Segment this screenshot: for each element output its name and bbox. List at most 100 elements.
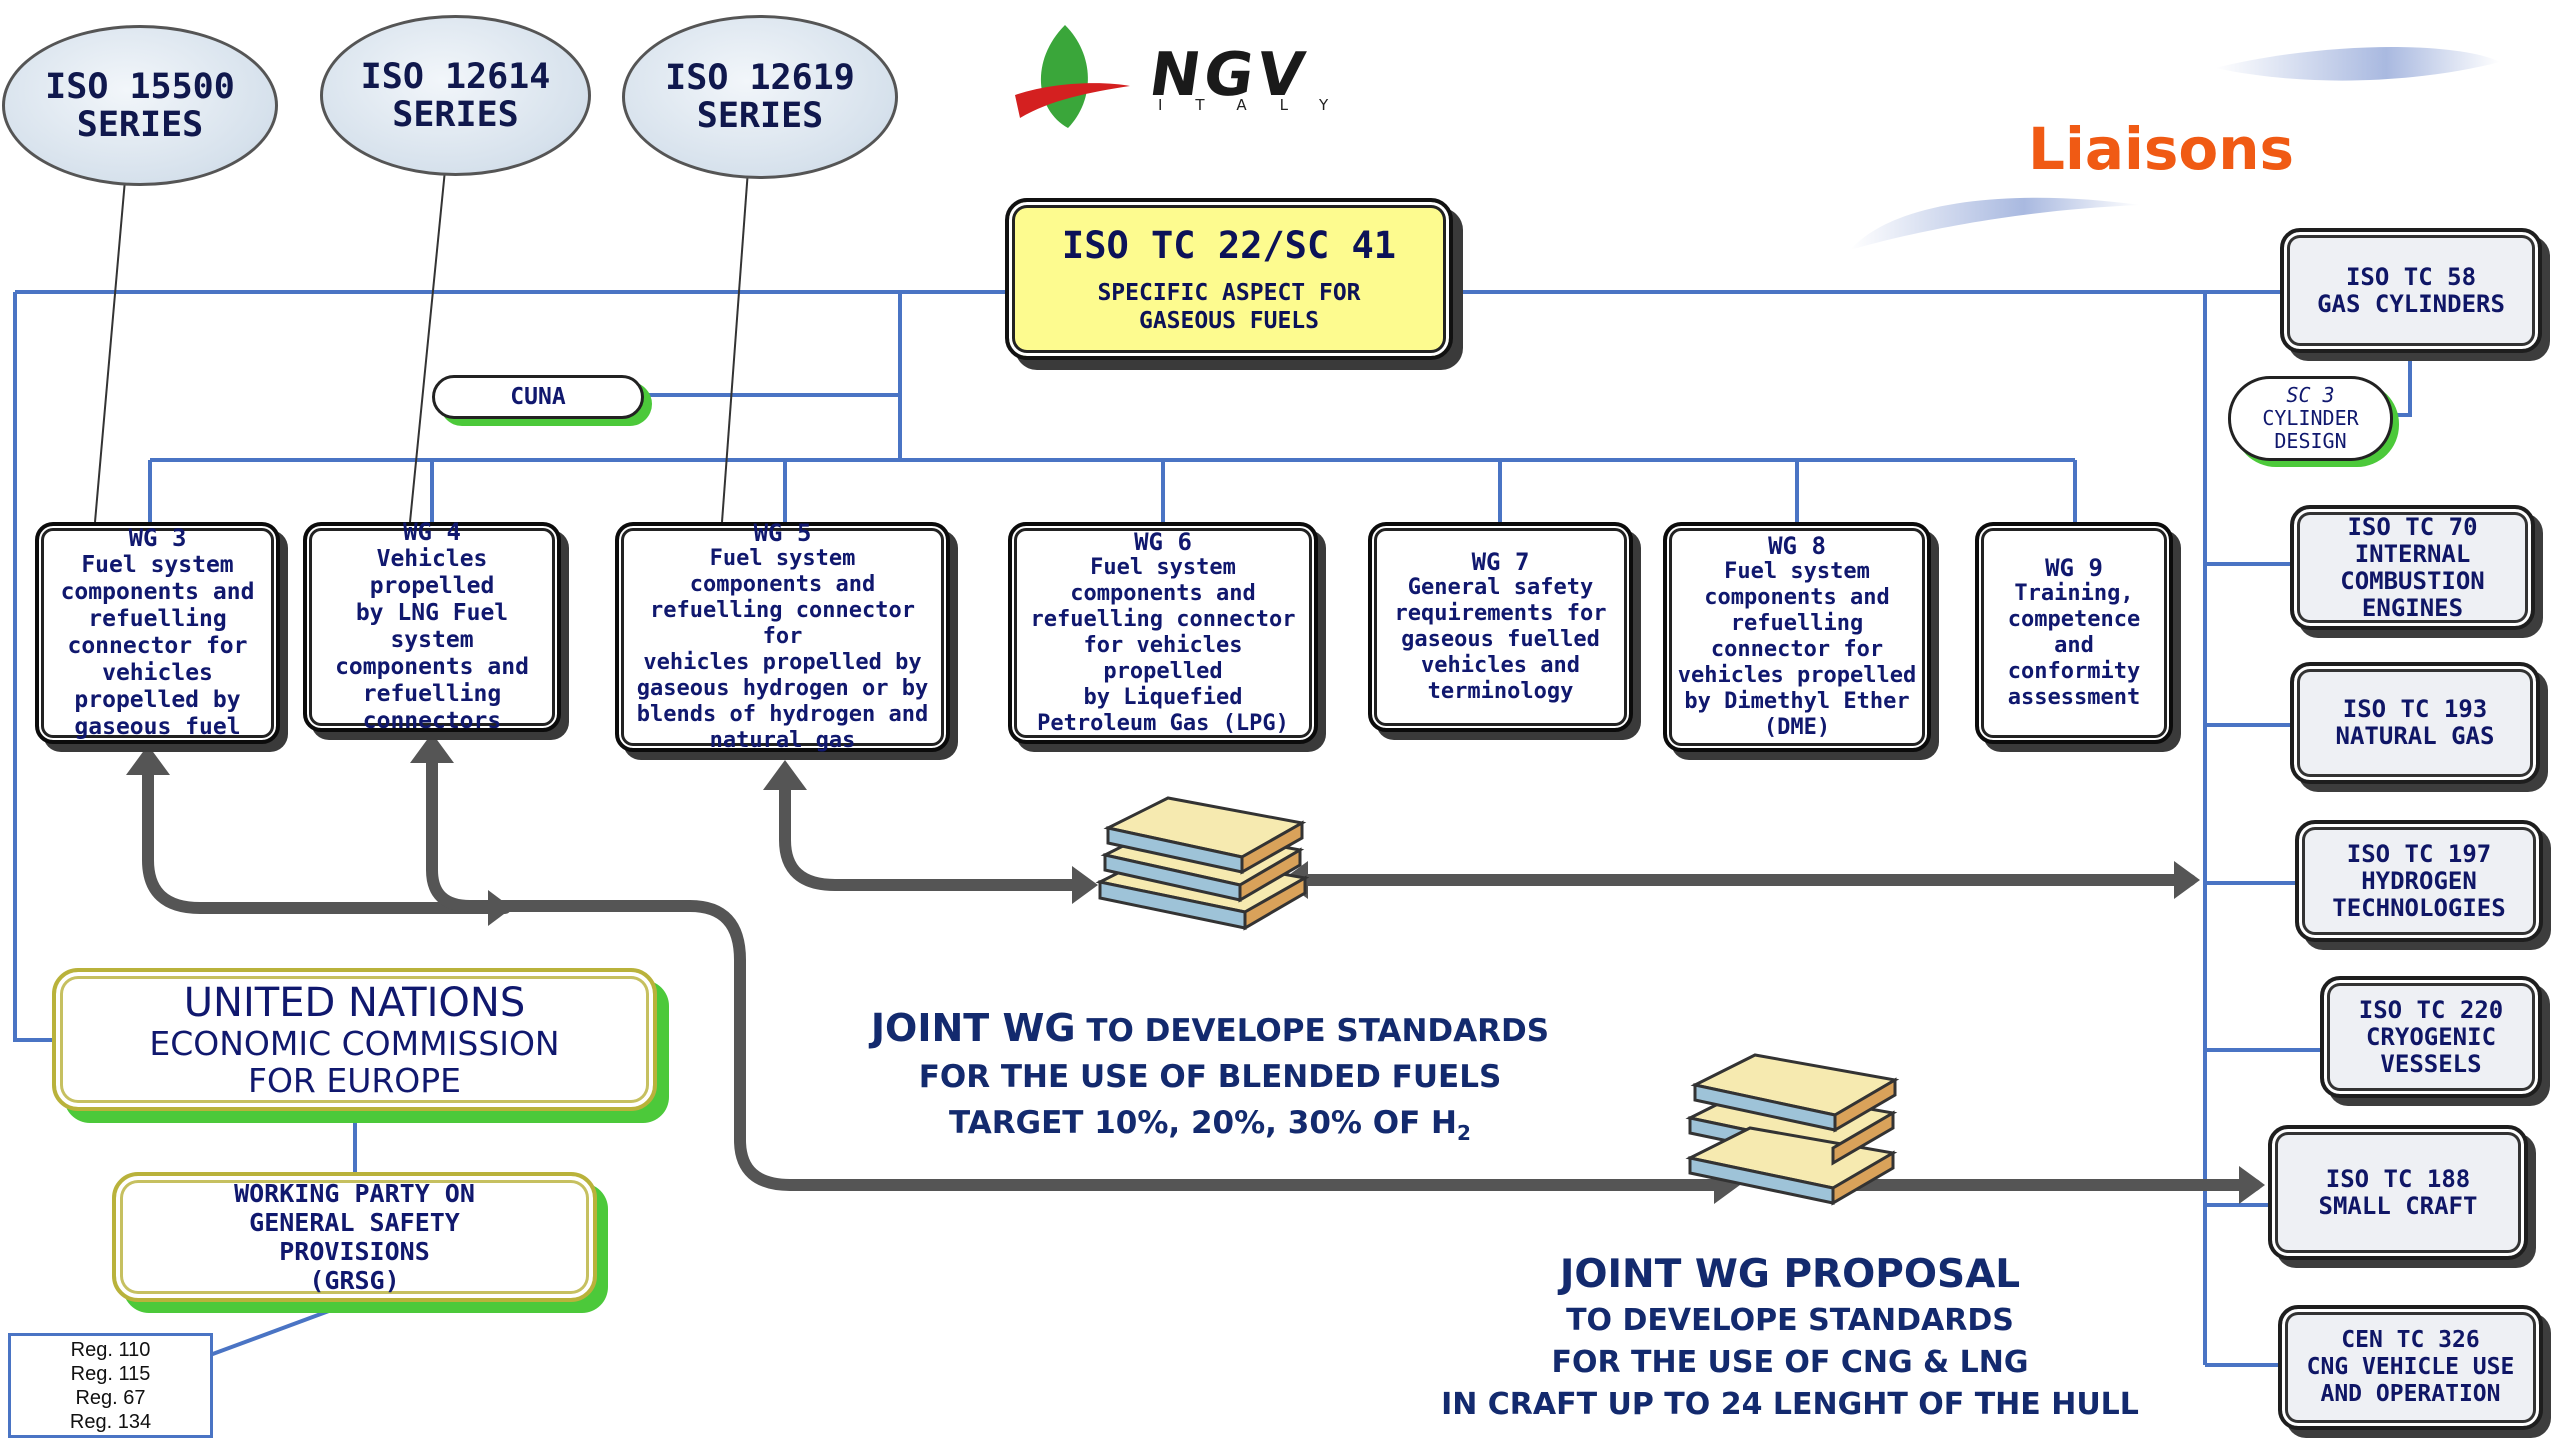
decorative-swoosh-bottom [1850, 197, 2140, 250]
wg-line: refuelling [362, 681, 502, 707]
cuna-label: CUNA [510, 384, 566, 410]
wg-line: connector for [1710, 637, 1884, 662]
standard-series: SERIES [76, 104, 204, 145]
wg-line: components and [335, 654, 529, 680]
wg-line: conformity [2007, 659, 2141, 684]
joint1-rest: TO DEVELOPE STANDARDS [1075, 1013, 1550, 1049]
wg-title: WG 9 [2045, 554, 2103, 582]
wg-line: components and [1070, 581, 1256, 606]
liaison-line: ISO TC 70 [2347, 512, 2478, 541]
liaison-line: NATURAL GAS [2335, 722, 2495, 750]
regulation-item: Reg. 67 [75, 1386, 146, 1409]
liaison-cen-tc326: CEN TC 326 CNG VEHICLE USE AND OPERATION [2278, 1305, 2543, 1430]
standard-code: ISO 12619 [665, 58, 855, 98]
un-title: UNITED NATIONS [183, 979, 526, 1026]
wg-line: vehicles propelled [1677, 663, 1917, 688]
wg-line: Fuel system [709, 546, 856, 571]
liaison-iso-tc70: ISO TC 70 INTERNAL COMBUSTION ENGINES [2290, 505, 2535, 630]
wg-title: WG 8 [1768, 532, 1826, 560]
wg-title: WG 5 [753, 519, 812, 547]
sc3-cylinder-design: SC 3 CYLINDER DESIGN [2228, 376, 2393, 461]
wg5-card: WG 5 Fuel system components and refuelli… [615, 519, 950, 753]
joint1-target: TARGET 10%, 20%, 30% OF H [949, 1105, 1458, 1141]
wg-line: for vehicles propelled [1083, 633, 1243, 684]
un-line: ECONOMIC COMMISSION [149, 1023, 560, 1063]
wg8-card: WG 8 Fuel system components and refuelli… [1663, 522, 1931, 752]
wg-line: requirements for [1394, 601, 1607, 626]
wg-line: Training, [2014, 581, 2134, 606]
regulation-item: Reg. 134 [69, 1410, 152, 1433]
wg-line: terminology [1427, 679, 1574, 704]
liaison-iso-tc58: ISO TC 58 GAS CYLINDERS [2280, 228, 2542, 353]
wg-line: Fuel system [1090, 555, 1236, 580]
wg-line: vehicles propelled by [643, 650, 922, 675]
liaison-iso-tc188: ISO TC 188 SMALL CRAFT [2268, 1125, 2528, 1260]
wg-title: WG 6 [1134, 528, 1192, 556]
standard-iso-12619: ISO 12619 SERIES [622, 15, 898, 179]
grsg-box: WORKING PARTY ON GENERAL SAFETY PROVISIO… [112, 1172, 597, 1302]
wg-title: WG 3 [128, 524, 187, 552]
grsg-line: GENERAL SAFETY [249, 1208, 460, 1237]
book-stack-icon-1 [1095, 796, 1310, 931]
wg-line: Petroleum Gas (LPG) [1037, 711, 1289, 736]
wg-line: vehicles [102, 660, 213, 686]
un-line: FOR EUROPE [247, 1060, 462, 1100]
wg-line: vehicles and [1421, 653, 1580, 678]
wg-title: WG 4 [403, 518, 461, 546]
standard-code: ISO 15500 [45, 66, 235, 107]
wg-line: General safety [1407, 575, 1594, 600]
liaison-line: COMBUSTION [2340, 566, 2485, 595]
liaisons-title: Liaisons [2028, 115, 2295, 183]
joint1-line2: FOR THE USE OF BLENDED FUELS [918, 1059, 1502, 1095]
liaison-line: GAS CYLINDERS [2317, 289, 2505, 318]
liaison-iso-tc193: ISO TC 193 NATURAL GAS [2290, 662, 2540, 784]
liaison-line: ENGINES [2361, 593, 2464, 622]
wg-line: Vehicles propelled [369, 546, 495, 599]
tc22-title: ISO TC 22/SC 41 [1061, 224, 1397, 267]
joint2-line: IN CRAFT UP TO 24 LENGHT OF THE HULL [1441, 1387, 2139, 1422]
standard-series: SERIES [392, 94, 519, 135]
wg-line: assessment [2007, 685, 2141, 710]
liaison-iso-tc220: ISO TC 220 CRYOGENIC VESSELS [2320, 976, 2542, 1098]
wg6-card: WG 6 Fuel system components and refuelli… [1008, 522, 1318, 744]
regulation-item: Reg. 110 [70, 1338, 151, 1361]
tc22-subtitle-1: SPECIFIC ASPECT FOR [1097, 280, 1361, 306]
liaison-line: CNG VEHICLE USE [2306, 1354, 2515, 1380]
regulations-box: Reg. 110 Reg. 115 Reg. 67 Reg. 134 [8, 1333, 213, 1438]
regulation-item: Reg. 115 [70, 1362, 151, 1385]
wg7-card: WG 7 General safety requirements for gas… [1368, 522, 1633, 732]
sc3-line: SC 3 [2286, 383, 2335, 407]
standard-iso-15500: ISO 15500 SERIES [2, 25, 278, 186]
joint-wg-proposal-text: JOINT WG PROPOSAL TO DEVELOPE STANDARDS … [1400, 1250, 2180, 1426]
wg-line: components and [1704, 585, 1890, 610]
wg-line: by LNG Fuel [355, 600, 509, 626]
standard-series: SERIES [696, 96, 824, 136]
liaison-line: AND OPERATION [2320, 1381, 2501, 1407]
grsg-line: (GRSG) [309, 1266, 400, 1295]
wg-line: by Dimethyl Ether [1684, 689, 1910, 714]
joint1-line1: JOINT WG TO DEVELOPE STANDARDS [820, 1005, 1600, 1054]
joint1-subscript: 2 [1457, 1121, 1471, 1146]
wg-line: propelled by [74, 687, 241, 713]
tc22-subtitle-2: GASEOUS FUELS [1138, 308, 1319, 334]
iso-tc22-sc41-box: ISO TC 22/SC 41 SPECIFIC ASPECT FOR GASE… [1005, 198, 1453, 360]
liaison-line: ISO TC 58 [2345, 262, 2477, 291]
wg3-card: WG 3 Fuel system components and refuelli… [35, 522, 280, 744]
joint1-line3: TARGET 10%, 20%, 30% OF H2 [820, 1100, 1600, 1156]
standard-iso-12614: ISO 12614 SERIES [320, 15, 591, 176]
sc3-line: CYLINDER [2262, 406, 2359, 430]
liaison-line: ISO TC 193 [2342, 695, 2488, 723]
liaison-line: ISO TC 188 [2325, 1164, 2471, 1193]
wg-line: connector for [67, 633, 248, 659]
liaison-line: SMALL CRAFT [2318, 1191, 2478, 1220]
wg-line: refuelling [88, 606, 227, 632]
wg-line: components and [60, 579, 255, 605]
wg4-card: WG 4 Vehicles propelled by LNG Fuel syst… [303, 518, 561, 734]
liaison-line: ISO TC 220 [2358, 995, 2504, 1024]
wg-line: competence [2007, 607, 2141, 632]
wg-line: refuelling [1730, 611, 1864, 636]
wg-line: Fuel system [1724, 559, 1870, 584]
joint1-strong: JOINT WG [870, 1006, 1076, 1050]
liaison-line: CEN TC 326 [2341, 1327, 2480, 1353]
